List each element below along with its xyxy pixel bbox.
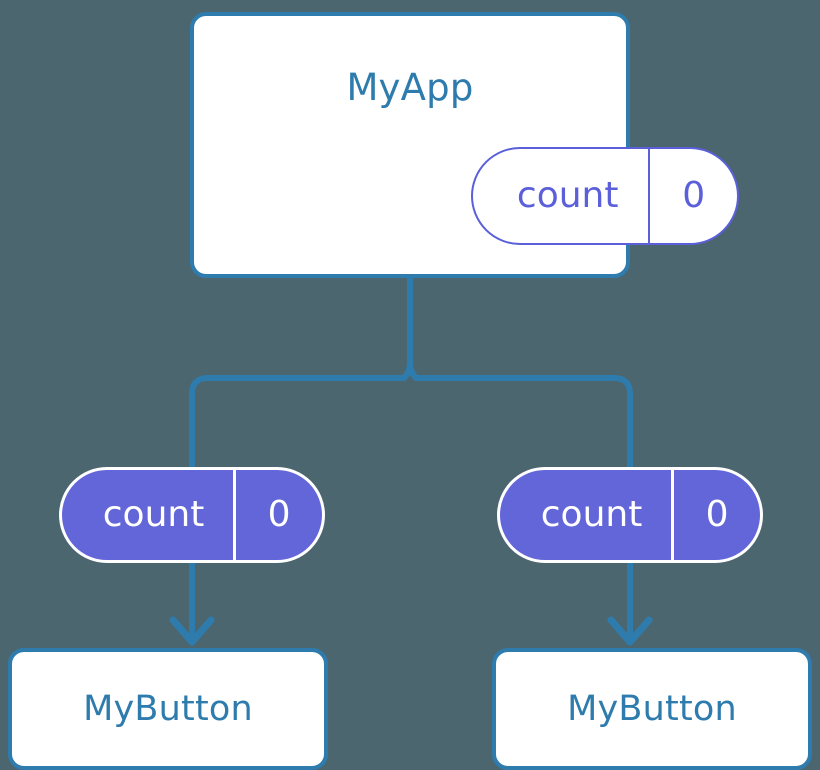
state-capsule-value: 0 (648, 149, 737, 243)
props-capsule-value: 0 (671, 470, 760, 560)
connector-junction-right (407, 352, 423, 381)
props-capsule-value: 0 (233, 470, 322, 560)
props-capsule-count-left[interactable]: count 0 (59, 467, 325, 563)
connector-branch-right (420, 375, 633, 470)
props-capsule-key: count (540, 494, 643, 535)
component-box-mybutton-left[interactable]: MyButton (8, 648, 328, 770)
arrow-down-icon (169, 616, 215, 646)
component-title-mybutton: MyButton (83, 688, 253, 729)
state-capsule-key: count (516, 175, 619, 216)
connector-junction-left (397, 352, 413, 381)
connector-branch-left (189, 375, 400, 470)
component-box-mybutton-right[interactable]: MyButton (492, 648, 812, 770)
arrow-down-icon (607, 616, 653, 646)
component-box-myapp[interactable]: MyApp count 0 (190, 12, 739, 278)
component-title-mybutton: MyButton (567, 688, 737, 729)
state-capsule-count[interactable]: count 0 (471, 147, 739, 245)
props-capsule-key: count (102, 494, 205, 535)
component-title-myapp: MyApp (346, 66, 474, 109)
props-capsule-count-right[interactable]: count 0 (497, 467, 763, 563)
